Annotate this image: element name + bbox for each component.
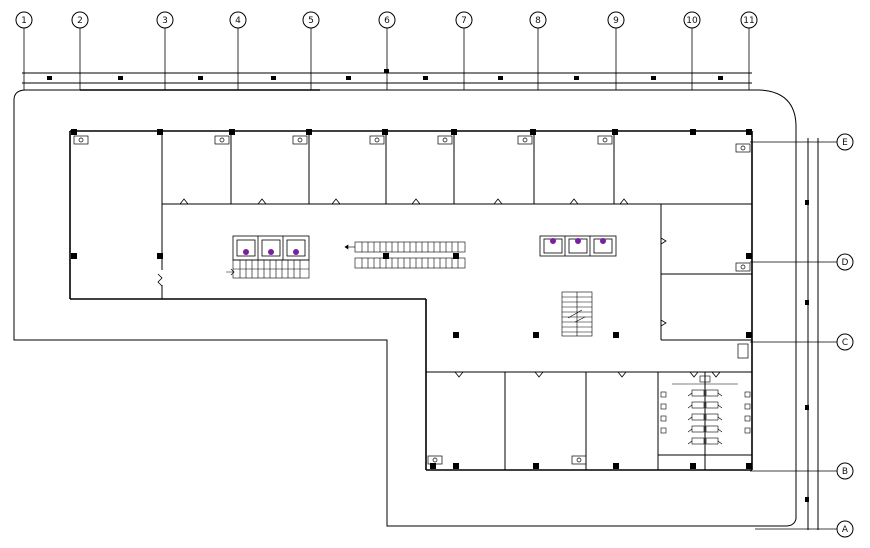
wash-basin-fixtures xyxy=(73,135,751,465)
right-dimension-line xyxy=(805,138,819,530)
svg-text:4: 4 xyxy=(235,16,241,26)
grid-bubble-1: 1 xyxy=(15,11,33,29)
svg-text:D: D xyxy=(842,258,849,268)
svg-text:7: 7 xyxy=(461,16,467,26)
row-grid-bubbles: E D C B A xyxy=(836,133,854,538)
svg-text:3: 3 xyxy=(162,16,168,26)
grid-bubble-6: 6 xyxy=(378,11,396,29)
grid-bubble-4: 4 xyxy=(229,11,247,29)
svg-text:10: 10 xyxy=(686,16,698,26)
grid-bubble-D: D xyxy=(836,253,854,271)
column-grid-lines xyxy=(23,28,750,90)
building-walls xyxy=(69,130,753,471)
grid-bubble-7: 7 xyxy=(455,11,473,29)
structural-columns xyxy=(71,129,752,469)
grid-bubble-C: C xyxy=(836,333,854,351)
grid-bubble-E: E xyxy=(836,133,854,151)
outer-slab-outline xyxy=(13,89,797,527)
elevator-bank-left xyxy=(232,235,310,261)
interior-partitions xyxy=(161,131,752,470)
staircase-left xyxy=(226,259,310,279)
door-swings xyxy=(157,198,721,378)
svg-text:E: E xyxy=(842,138,848,148)
grid-bubble-3: 3 xyxy=(156,11,174,29)
staircase-central xyxy=(561,291,593,337)
svg-text:11: 11 xyxy=(743,16,754,26)
grid-bubble-11: 11 xyxy=(740,11,758,29)
svg-text:A: A xyxy=(842,525,849,535)
svg-text:9: 9 xyxy=(613,16,619,26)
elevator-bank-right xyxy=(539,235,617,257)
row-grid-lines xyxy=(750,141,837,530)
column-grid-bubbles: 1 2 3 4 5 6 7 8 9 10 11 xyxy=(15,11,758,29)
svg-text:6: 6 xyxy=(384,16,390,26)
grid-bubble-2: 2 xyxy=(71,11,89,29)
grid-bubble-A: A xyxy=(836,520,854,538)
grid-bubble-8: 8 xyxy=(529,11,547,29)
toilet-block xyxy=(660,375,751,450)
svg-text:2: 2 xyxy=(77,16,83,26)
grid-bubble-9: 9 xyxy=(607,11,625,29)
grid-bubble-B: B xyxy=(836,462,854,480)
grid-bubble-5: 5 xyxy=(302,11,320,29)
escalators xyxy=(344,241,466,269)
svg-text:C: C xyxy=(842,338,848,348)
svg-text:1: 1 xyxy=(21,16,27,26)
svg-text:5: 5 xyxy=(308,16,314,26)
svg-text:B: B xyxy=(842,467,848,477)
svg-text:8: 8 xyxy=(535,16,541,26)
grid-bubble-10: 10 xyxy=(683,11,701,29)
